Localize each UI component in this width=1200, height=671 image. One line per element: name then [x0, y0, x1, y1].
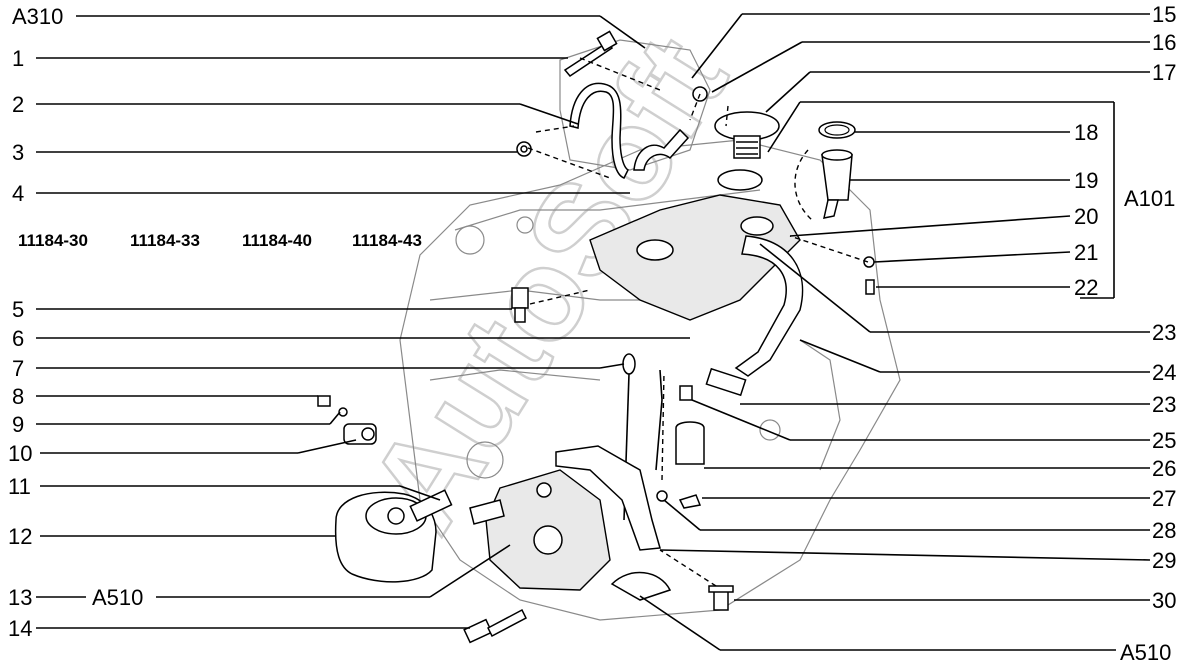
group-label-a310: A310: [12, 4, 63, 29]
model-code-3: 11184-40: [242, 231, 312, 250]
callout-15: 15: [1152, 2, 1176, 27]
callout-22: 22: [1074, 275, 1098, 300]
bolt-14: [463, 608, 527, 644]
callout-14: 14: [8, 616, 32, 641]
model-codes: 11184-30 11184-33 11184-40 11184-43: [18, 231, 422, 250]
callout-2: 2: [12, 92, 24, 117]
cover-plate: [589, 169, 801, 321]
callout-20: 20: [1074, 204, 1098, 229]
model-code-4: 11184-43: [352, 231, 422, 250]
model-code-2: 11184-33: [130, 231, 200, 250]
oil-filter-icon: [334, 489, 453, 583]
callout-16: 16: [1152, 30, 1176, 55]
callout-28: 28: [1152, 518, 1176, 543]
bolt-30: [708, 585, 734, 611]
connector-icon: [656, 385, 705, 509]
sensor-icon: [343, 287, 529, 445]
leader-lines-left: [36, 15, 690, 629]
callout-9: 9: [12, 412, 24, 437]
bolt-1: [563, 30, 618, 77]
callout-26: 26: [1152, 456, 1176, 481]
filler-neck-icon: [821, 149, 853, 219]
hose-icon: [569, 82, 690, 179]
callout-30: 30: [1152, 588, 1176, 613]
callout-5: 5: [12, 297, 24, 322]
callout-24: 24: [1152, 360, 1176, 385]
callout-3: 3: [12, 140, 24, 165]
group-label-a510-left: A510: [92, 585, 143, 610]
callout-27: 27: [1152, 486, 1176, 511]
callout-18: 18: [1074, 120, 1098, 145]
clamp-icon: [516, 86, 708, 157]
callout-21: 21: [1074, 240, 1098, 265]
callout-1: 1: [12, 46, 24, 71]
group-label-a510-right: A510: [1120, 640, 1171, 665]
callout-23a: 23: [1152, 320, 1176, 345]
callout-10: 10: [8, 441, 32, 466]
callout-25: 25: [1152, 428, 1176, 453]
callout-labels-right: 15 16 17 18 19 A101 20 21 22 23 24 23 25…: [1074, 2, 1176, 665]
callout-11: 11: [8, 474, 31, 499]
callout-labels-left: A310 1 2 3 4 5 6 7 8 9 10 11 12 13 A510 …: [8, 4, 143, 641]
cap-icon: [714, 111, 780, 159]
assembly-arrows: [527, 57, 869, 587]
callout-4: 4: [12, 181, 24, 206]
o-ring-icon: [818, 121, 856, 139]
callout-23b: 23: [1152, 392, 1176, 417]
callout-8: 8: [12, 384, 24, 409]
gasket-icon: [555, 445, 672, 601]
callout-17: 17: [1152, 60, 1176, 85]
callout-13: 13: [8, 585, 32, 610]
group-label-a101: A101: [1124, 186, 1175, 211]
callout-19: 19: [1074, 168, 1098, 193]
callout-12: 12: [8, 524, 32, 549]
washer-icon: [317, 256, 875, 417]
pump-icon: [469, 469, 611, 591]
callout-29: 29: [1152, 548, 1176, 573]
breather-hose: [705, 235, 804, 397]
leader-lines-right: [639, 13, 1151, 651]
model-code-1: 11184-30: [18, 231, 88, 250]
callout-7: 7: [12, 356, 24, 381]
callout-6: 6: [12, 326, 24, 351]
